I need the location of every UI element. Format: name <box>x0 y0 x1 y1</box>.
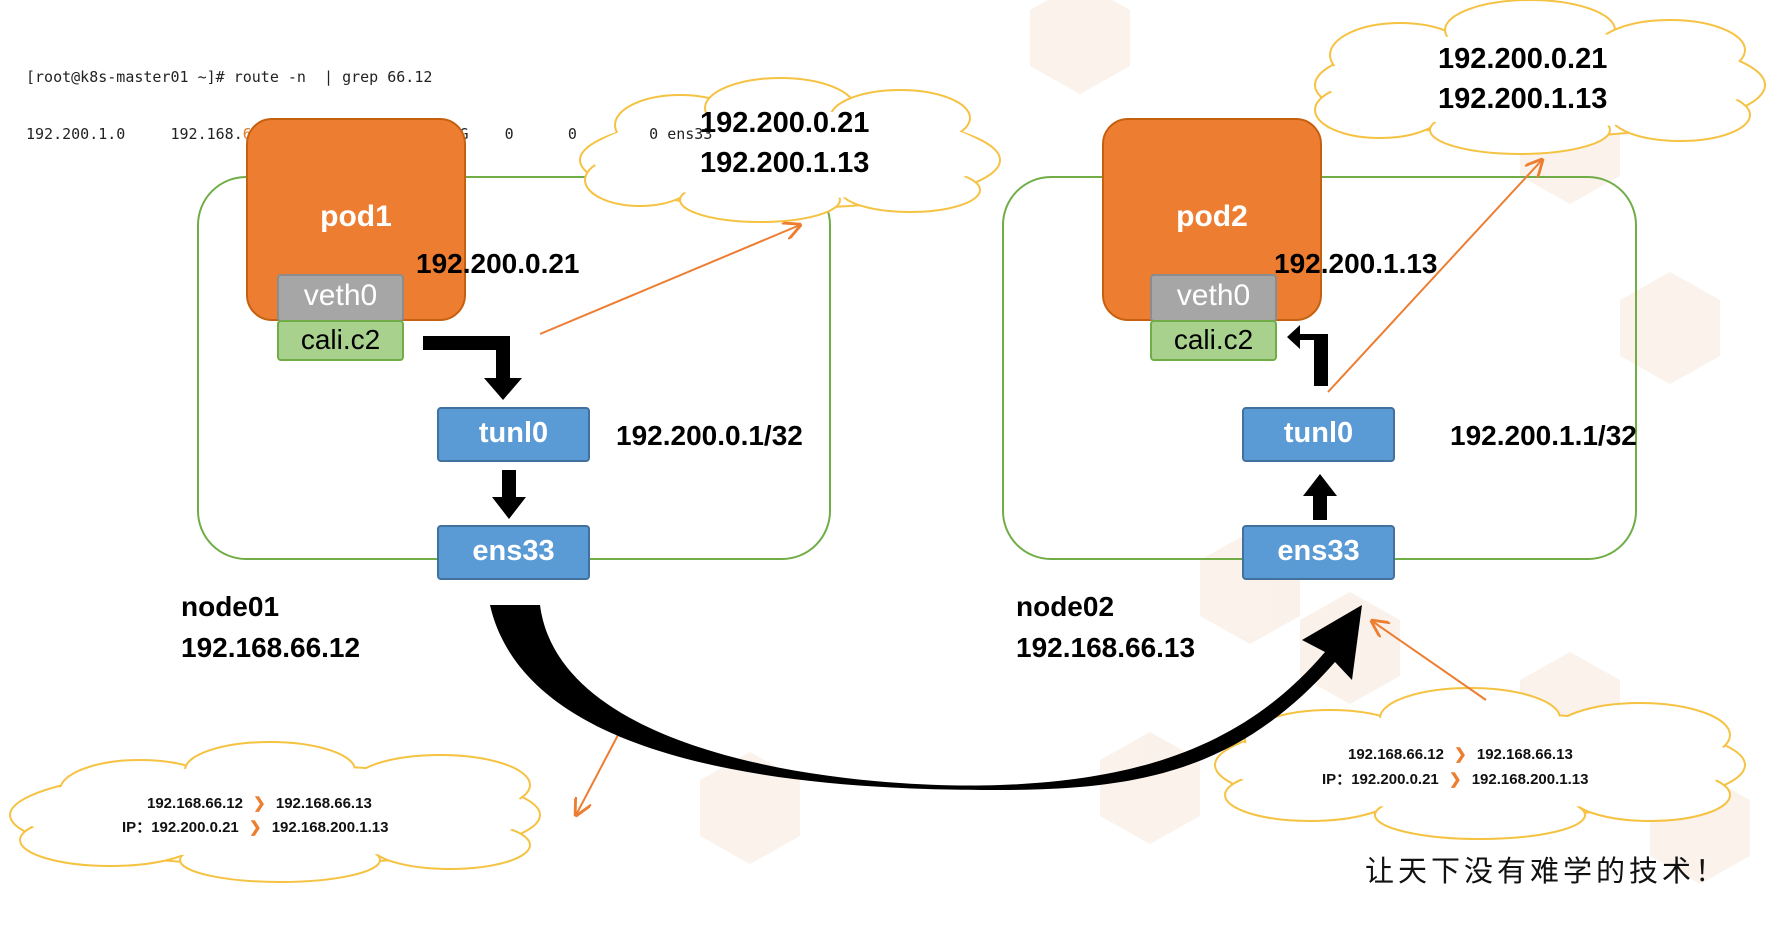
node02-name: node02 <box>1016 591 1115 622</box>
leader-line-node01-cloud <box>539 225 800 335</box>
pod2-label: pod2 <box>1176 200 1248 233</box>
leader-line-packet-left <box>576 734 619 815</box>
pod1-ip: 192.200.0.21 <box>416 248 580 279</box>
cloud-node02 <box>1314 0 1766 155</box>
packet-right-ip-label: IP： <box>1322 771 1352 788</box>
chevron-right-icon: ❯ <box>1454 746 1467 763</box>
packet-right-inner-src: 192.200.0.21 <box>1351 771 1439 788</box>
tunl0-node02-ip: 192.200.1.1/32 <box>1450 420 1637 451</box>
tunl0-node02: tunl0 <box>1242 407 1395 462</box>
veth0-node02: veth0 <box>1150 274 1277 322</box>
packet-right-outer-src: 192.168.66.12 <box>1348 746 1444 763</box>
packet-right-inner: IP：192.200.0.21 ❯ 192.168.200.1.13 <box>1322 768 1588 789</box>
cali-c2-node01: cali.c2 <box>277 320 404 361</box>
arrow-tunl-to-cali-node02 <box>1287 325 1328 386</box>
cloud-packet-left <box>9 741 541 883</box>
packet-left-inner-dst: 192.168.200.1.13 <box>271 819 389 836</box>
cali-c2-node02: cali.c2 <box>1150 320 1277 361</box>
cloud-node02-line1: 192.200.0.21 <box>1438 43 1608 75</box>
route-destination: 192.200.1.0 <box>26 125 126 143</box>
node02-ip: 192.168.66.13 <box>1016 632 1196 663</box>
cloud-node01-line2: 192.200.1.13 <box>700 147 870 179</box>
ens33-node02: ens33 <box>1242 525 1395 580</box>
pod2-ip: 192.200.1.13 <box>1274 248 1438 279</box>
ens33-node01: ens33 <box>437 525 590 580</box>
arrow-ens-to-tunl-node02 <box>1303 474 1337 520</box>
route-gateway-prefix: 192.168. <box>170 125 243 143</box>
packet-left-outer-dst: 192.168.66.13 <box>275 795 372 812</box>
cloud-node01 <box>579 77 1001 223</box>
chevron-right-icon: ❯ <box>248 819 262 836</box>
cloud-node01-line1: 192.200.0.21 <box>700 107 870 139</box>
packet-left-inner-src: 192.200.0.21 <box>151 819 239 836</box>
arrow-cali-to-tunl-node01 <box>423 336 522 400</box>
arrow-tunl-to-ens-node01 <box>492 470 526 519</box>
packet-left-inner: IP：192.200.0.21 ❯ 192.168.200.1.13 <box>122 816 388 837</box>
node01-name: node01 <box>181 591 280 622</box>
veth0-node01: veth0 <box>277 274 404 322</box>
packet-right-inner-dst: 192.168.200.1.13 <box>1471 771 1589 788</box>
chevron-right-icon: ❯ <box>253 795 266 812</box>
leader-line-packet-right <box>1372 621 1487 701</box>
node01-ip: 192.168.66.12 <box>181 632 361 663</box>
packet-left-ip-label: IP： <box>122 819 152 836</box>
pod1-label: pod1 <box>320 200 392 233</box>
tunl0-node01: tunl0 <box>437 407 590 462</box>
terminal-command: [root@k8s-master01 ~]# route -n | grep 6… <box>26 68 433 86</box>
packet-right-outer-dst: 192.168.66.13 <box>1476 746 1573 763</box>
leader-line-node02-cloud <box>1327 160 1542 393</box>
cloud-node02-line2: 192.200.1.13 <box>1438 83 1608 115</box>
slogan: 让天下没有难学的技术！ <box>1365 854 1729 888</box>
packet-right-outer: 192.168.66.12 ❯ 192.168.66.13 <box>1348 745 1573 763</box>
packet-left-outer: 192.168.66.12 ❯ 192.168.66.13 <box>147 794 372 812</box>
chevron-right-icon: ❯ <box>1448 771 1462 788</box>
packet-left-outer-src: 192.168.66.12 <box>147 795 243 812</box>
cloud-packet-right <box>1214 687 1746 840</box>
tunl0-node01-ip: 192.200.0.1/32 <box>616 420 803 451</box>
